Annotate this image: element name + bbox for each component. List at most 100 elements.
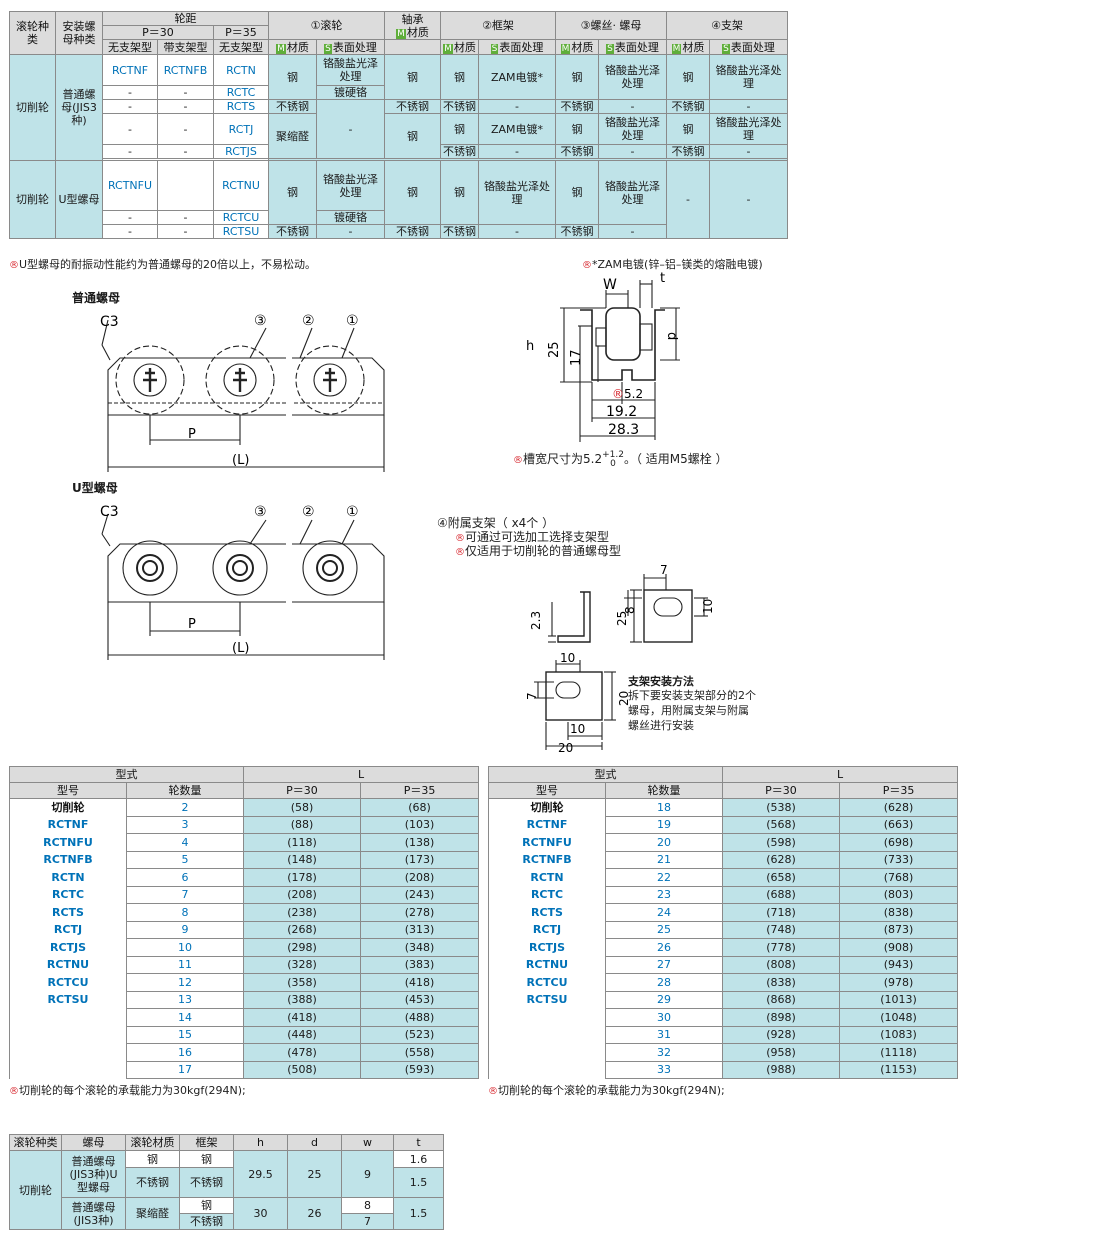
l-p35-cell: (1083) [838,1025,959,1044]
callout-1: ① [346,313,359,329]
l-p35-cell: (803) [838,885,959,904]
count-cell: 22 [605,868,723,887]
l-p35-cell: (593) [359,1060,480,1079]
h-nut: 安装螺母种类 [55,11,103,55]
l-p35-cell: (383) [359,955,480,974]
count-cell: 10 [126,938,244,957]
model-cell: RCTC [9,886,127,904]
bk-8: 8 [623,606,637,614]
l-p30-cell: (328) [243,955,361,974]
c3-label: C3 [100,314,119,330]
l-p35-cell: (943) [838,955,959,974]
l-p30-cell: (598) [722,833,840,852]
table-row: 15(448)(523) [9,1025,480,1044]
l-p30-cell: (538) [722,798,840,817]
l-p35-cell: (313) [359,920,480,939]
code: RCTJS [213,144,269,159]
l-p30-cell: (718) [722,903,840,922]
l-p30-cell: (58) [243,798,361,817]
count-cell: 19 [605,815,723,834]
l-p35-cell: (908) [838,938,959,957]
l-p35-cell: (103) [359,815,480,834]
normal-nut-drawing: C3 ③ ② ① P (L) [100,313,385,472]
bracket-drawing: 2.3 25 7 8 10 10 7 20 10 20 [525,563,715,752]
model-cell: RCTS [488,903,606,921]
u-nut-title: U型螺母 [72,481,118,495]
l-p35-cell: (1118) [838,1043,959,1062]
model-cell [488,1026,606,1044]
side-W: W [603,277,617,293]
count-cell: 20 [605,833,723,852]
count-cell: 28 [605,973,723,992]
code: RCTCU [213,210,269,225]
note-icon: ® [455,547,465,558]
count-cell: 32 [605,1043,723,1062]
count-cell: 23 [605,885,723,904]
l-p30-cell: (928) [722,1025,840,1044]
model-cell: RCTJ [488,921,606,939]
model-cell: RCTNFB [488,851,606,869]
method-line-3: 螺丝进行安装 [628,719,694,732]
side-view-drawing: W t h 25 17 d ®5.2 19.2 28.3 [526,271,680,442]
dimensions-table: 滚轮种类 螺母 滚轮材质 框架 h d w t 切削轮 普通螺母(JIS3种)U… [9,1134,444,1230]
side-d: d [664,332,679,340]
l-p30-cell: (148) [243,850,361,869]
l-p35-cell: (488) [359,1008,480,1027]
l-p35-cell: (523) [359,1025,480,1044]
note-icon: ® [455,533,465,544]
c3-label: C3 [100,504,119,520]
l-p30-cell: (868) [722,990,840,1009]
side-h: h [526,339,534,354]
bk-20b: 20 [558,741,573,752]
table-row: 33(988)(1153) [488,1060,959,1079]
l-p30-cell: (388) [243,990,361,1009]
side-t: t [660,271,665,286]
l-p35-cell: (68) [359,798,480,817]
h-frame: ②框架 [440,11,556,40]
l-p35-cell: (558) [359,1043,480,1062]
l-p30-cell: (238) [243,903,361,922]
bk-7: 7 [660,563,668,577]
count-cell: 9 [126,920,244,939]
h-roller: ①滚轮 [268,11,385,40]
count-cell: 18 [605,798,723,817]
h-screw: ③螺丝· 螺母 [554,11,668,40]
length-label: (L) [232,453,249,468]
l-p30-cell: (568) [722,815,840,834]
bk-2-3: 2.3 [529,611,543,630]
side-19-2: 19.2 [606,404,637,420]
count-cell: 7 [126,885,244,904]
l-p35-cell: (698) [838,833,959,852]
count-cell: 12 [126,973,244,992]
table-row: 14(418)(488) [9,1008,480,1027]
l-p35-cell: (1048) [838,1008,959,1027]
bk-10b: 10 [560,651,575,665]
h-p30: P＝30 [102,25,214,40]
model-cell [9,1061,127,1079]
callout-1: ① [346,504,359,520]
l-p35-cell: (1013) [838,990,959,1009]
model-cell: RCTC [488,886,606,904]
